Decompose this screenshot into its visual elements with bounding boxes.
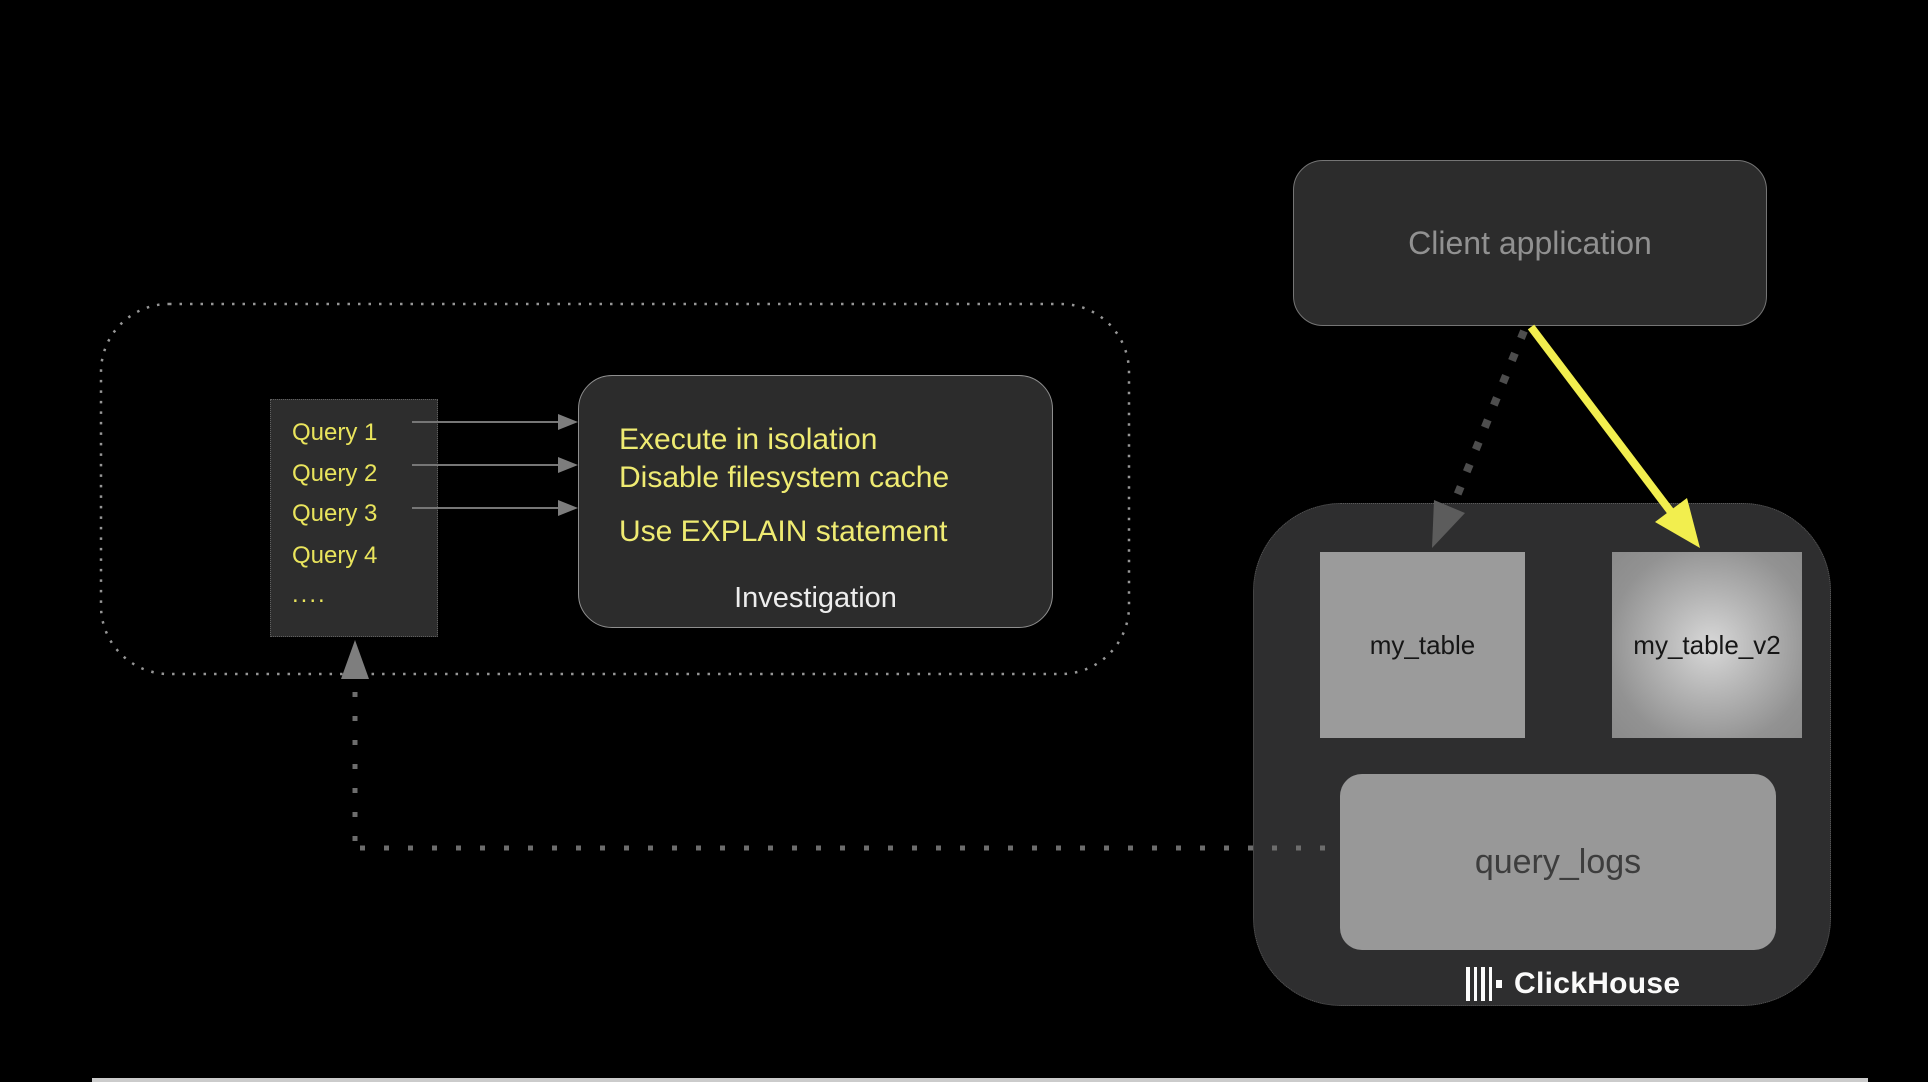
client-application-box: Client application [1293,160,1767,326]
my-table-v2-label: my_table_v2 [1633,629,1781,660]
my-table-v2-box: my_table_v2 [1612,552,1802,738]
query-list-item-ellipsis: .... [292,581,327,608]
investigation-technique: Disable filesystem cache [619,461,950,494]
clickhouse-bars-icon [1466,967,1502,1001]
clickhouse-logo: ClickHouse [1466,966,1680,1002]
my-table-label: my_table [1369,629,1476,660]
client-application-label: Client application [1408,224,1652,261]
investigation-technique: Use EXPLAIN statement [619,515,948,548]
investigation-box: Execute in isolation Disable filesystem … [578,375,1053,628]
query-logs-label: query_logs [1474,842,1642,881]
investigation-technique: Execute in isolation [619,423,878,456]
clickhouse-wordmark: ClickHouse [1514,967,1681,1000]
query-list-item: Query 1 [292,419,378,446]
query-list-item: Query 4 [292,542,378,569]
query-list-item: Query 3 [292,500,378,527]
bottom-edge-strip [92,1078,1868,1082]
investigation-label: Investigation [734,582,897,614]
query-logs-feedback-dotted-arrow [341,640,1338,851]
query-logs-box: query_logs [1340,774,1776,950]
query-list-item: Query 2 [292,460,378,487]
my-table-box: my_table [1320,552,1525,738]
